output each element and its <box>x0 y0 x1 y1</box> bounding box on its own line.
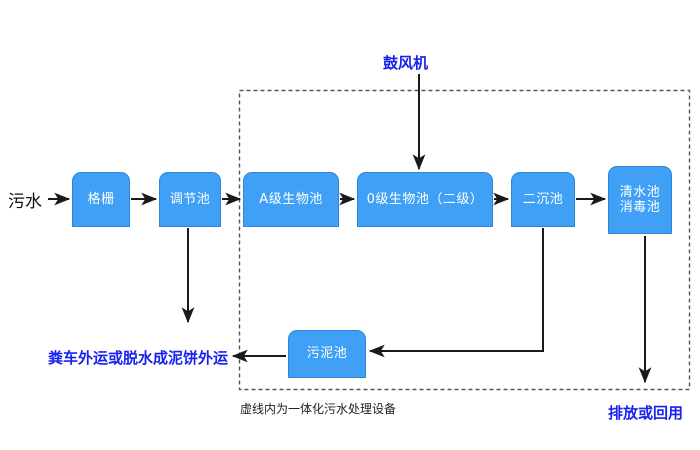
label-discharge-or-reuse: 排放或回用 <box>608 404 684 422</box>
node-regulating-tank[interactable]: 调节池 <box>159 172 221 227</box>
node-grating[interactable]: 格栅 <box>72 172 130 227</box>
node-a-stage-bio-tank[interactable]: A级生物池 <box>243 172 339 227</box>
node-o-stage-bio-tank[interactable]: 0级生物池（二级） <box>357 172 493 227</box>
label-sludge-truck-transport: 粪车外运或脱水成泥饼外运 <box>48 349 229 367</box>
edge-secondary-sed-to-sludge-pool <box>368 228 544 358</box>
node-sludge-tank[interactable]: 污泥池 <box>288 330 366 378</box>
label-boundary-caption: 虚线内为一体化污水处理设备 <box>240 402 397 416</box>
node-secondary-sedimentation-tank[interactable]: 二沉池 <box>511 172 575 227</box>
label-influent-wastewater: 污水 <box>8 192 42 212</box>
node-clear-water-disinfection-tank[interactable]: 清水池 消毒池 <box>608 166 672 234</box>
label-blower: 鼓风机 <box>383 54 429 72</box>
